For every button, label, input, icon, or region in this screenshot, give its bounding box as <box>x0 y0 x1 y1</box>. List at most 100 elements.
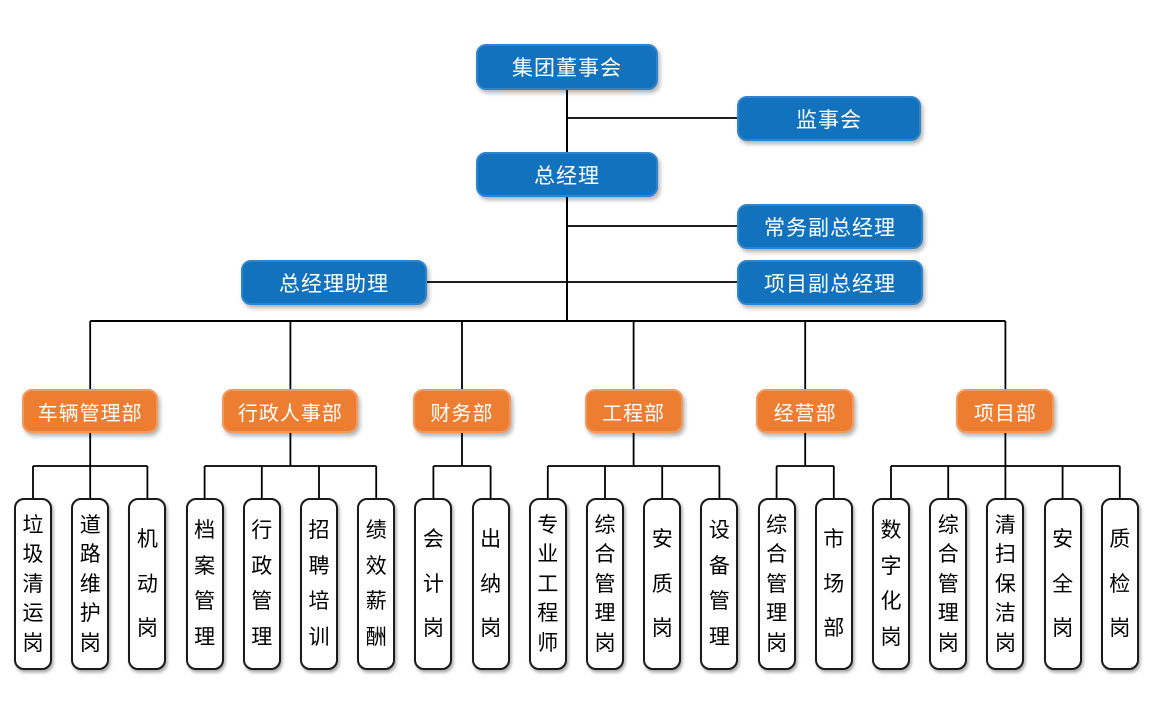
position-label-char: 机 <box>136 528 158 552</box>
position-label-char: 程 <box>537 602 559 625</box>
position-label-char: 路 <box>79 543 101 566</box>
position-label-char: 绩 <box>365 519 387 543</box>
position-label-char: 合 <box>594 543 616 566</box>
position-label-char: 安 <box>1052 528 1074 552</box>
position-label-char: 道 <box>79 513 101 537</box>
position-label-char: 保 <box>994 572 1016 596</box>
position-admin-hr-1: 行政管理 <box>242 498 281 670</box>
position-label-char: 理 <box>251 625 273 649</box>
position-label-char: 护 <box>79 602 101 625</box>
position-finance-0: 会计岗 <box>414 498 453 670</box>
position-label-char: 酬 <box>365 625 387 649</box>
position-label-char: 合 <box>766 543 788 566</box>
position-label-char: 数 <box>880 519 902 543</box>
position-label-char: 场 <box>823 572 845 596</box>
position-label-char: 聘 <box>308 554 330 578</box>
position-label-char: 会 <box>422 528 444 552</box>
dept-finance: 财务部 <box>413 389 511 433</box>
position-label-char: 岗 <box>480 616 502 640</box>
position-label-char: 岗 <box>1109 616 1131 640</box>
position-vehicle-management-0: 垃圾清运岗 <box>14 498 52 670</box>
position-label-char: 工 <box>537 572 559 596</box>
position-label-char: 档 <box>194 519 216 543</box>
dept-engineering: 工程部 <box>584 389 683 433</box>
node-project-deputy-gm: 项目副总经理 <box>737 260 923 305</box>
position-label-char: 管 <box>594 572 616 596</box>
dept-operations: 经营部 <box>756 389 855 433</box>
position-label-char: 清 <box>994 513 1016 537</box>
position-label-char: 理 <box>766 602 788 625</box>
position-label-char: 岗 <box>880 625 902 649</box>
position-label-char: 化 <box>880 590 902 614</box>
position-label-char: 业 <box>537 543 559 566</box>
position-vehicle-management-2: 机动岗 <box>128 498 167 670</box>
position-label-char: 设 <box>708 519 730 543</box>
position-label-char: 洁 <box>994 602 1016 625</box>
position-label-char: 专 <box>537 513 559 537</box>
position-admin-hr-3: 绩效薪酬 <box>357 498 396 670</box>
position-label-char: 岗 <box>1052 616 1074 640</box>
position-label-char: 质 <box>651 572 673 596</box>
position-label-char: 培 <box>308 590 330 614</box>
position-label-char: 字 <box>880 554 902 578</box>
position-label-char: 质 <box>1109 528 1131 552</box>
position-label-char: 管 <box>937 572 959 596</box>
position-label-char: 运 <box>22 602 44 625</box>
position-admin-hr-0: 档案管理 <box>185 498 224 670</box>
position-project-2: 清扫保洁岗 <box>986 498 1025 670</box>
position-label-char: 理 <box>708 625 730 649</box>
position-label-char: 部 <box>823 616 845 640</box>
position-label-char: 薪 <box>365 590 387 614</box>
position-label-char: 管 <box>194 590 216 614</box>
position-label-char: 案 <box>194 554 216 578</box>
position-label-char: 扫 <box>994 543 1016 566</box>
position-project-4: 质检岗 <box>1100 498 1139 670</box>
position-label-char: 岗 <box>766 631 788 655</box>
node-executive-deputy-gm: 常务副总经理 <box>737 204 923 249</box>
position-operations-0: 综合管理岗 <box>757 498 796 670</box>
position-label-char: 岗 <box>22 631 44 655</box>
position-label-char: 垃 <box>22 513 44 537</box>
position-label-char: 理 <box>594 602 616 625</box>
position-label-char: 管 <box>251 590 273 614</box>
position-label-char: 合 <box>937 543 959 566</box>
position-project-0: 数字化岗 <box>872 498 910 670</box>
position-label-char: 岗 <box>594 631 616 655</box>
position-label-char: 师 <box>537 631 559 655</box>
position-project-3: 安全岗 <box>1043 498 1082 670</box>
dept-vehicle-management: 车辆管理部 <box>22 389 159 433</box>
position-label-char: 行 <box>251 519 273 543</box>
position-label-char: 岗 <box>422 616 444 640</box>
position-finance-1: 出纳岗 <box>471 498 510 670</box>
position-engineering-2: 安质岗 <box>643 498 682 670</box>
position-label-char: 效 <box>365 554 387 578</box>
position-label-char: 清 <box>22 572 44 596</box>
position-label-char: 理 <box>937 602 959 625</box>
position-label-char: 岗 <box>79 631 101 655</box>
position-label-char: 安 <box>651 528 673 552</box>
position-label-char: 出 <box>480 528 502 552</box>
position-label-char: 维 <box>79 572 101 596</box>
position-label-char: 纳 <box>480 572 502 596</box>
position-label-char: 综 <box>594 513 616 537</box>
node-general-manager: 总经理 <box>476 152 658 197</box>
position-engineering-0: 专业工程师 <box>528 498 567 670</box>
position-label-char: 政 <box>251 554 273 578</box>
position-admin-hr-2: 招聘培训 <box>300 498 338 670</box>
position-operations-1: 市场部 <box>814 498 853 670</box>
node-gm-assistant: 总经理助理 <box>241 260 427 305</box>
position-label-char: 训 <box>308 625 330 649</box>
position-label-char: 动 <box>136 572 158 596</box>
position-label-char: 市 <box>823 528 845 552</box>
position-project-1: 综合管理岗 <box>929 498 968 670</box>
node-board: 集团董事会 <box>476 44 658 90</box>
position-label-char: 检 <box>1109 572 1131 596</box>
position-engineering-1: 综合管理岗 <box>586 498 624 670</box>
position-engineering-3: 设备管理 <box>700 498 739 670</box>
position-label-char: 综 <box>937 513 959 537</box>
dept-admin-hr: 行政人事部 <box>222 389 359 433</box>
position-label-char: 管 <box>766 572 788 596</box>
position-label-char: 理 <box>194 625 216 649</box>
